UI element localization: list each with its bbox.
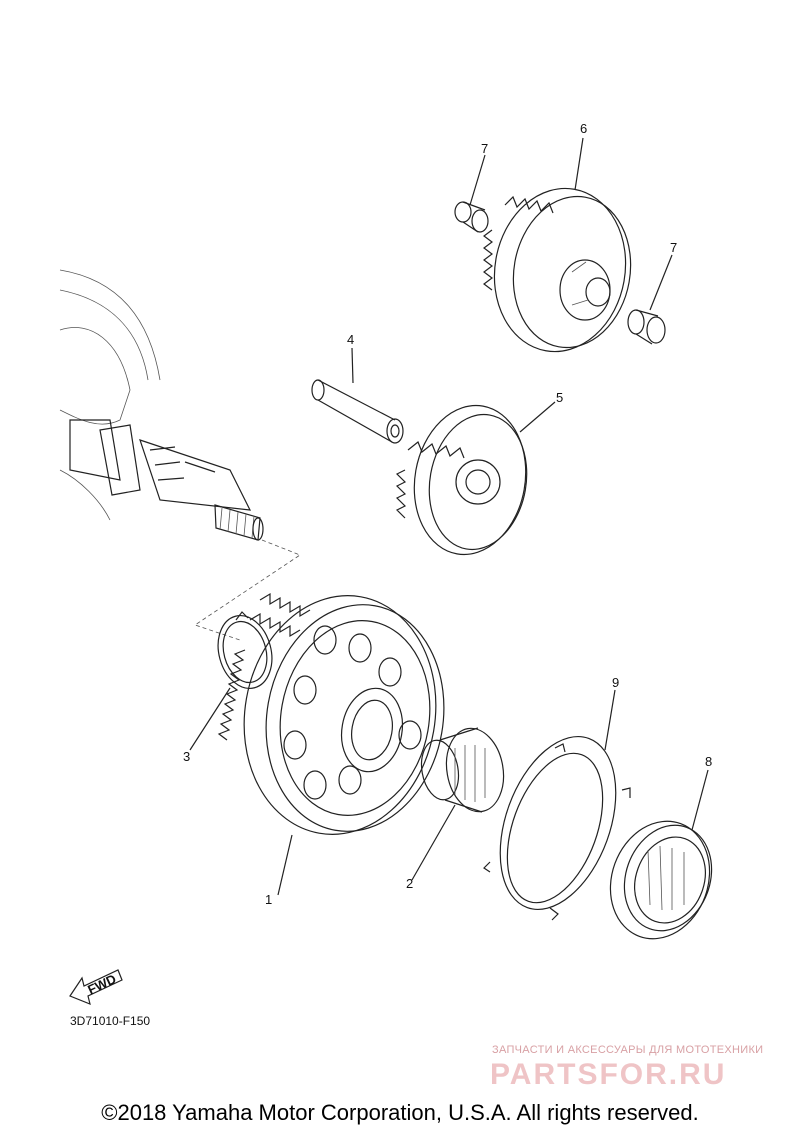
one-way-clutch: [609, 820, 713, 940]
callout-7a: 7: [481, 141, 488, 156]
svg-text:FWD: FWD: [85, 971, 118, 997]
clutch-plate: [483, 735, 631, 921]
callout-4: 4: [347, 332, 354, 347]
crankshaft: [59, 269, 264, 541]
callout-7b: 7: [670, 240, 677, 255]
callout-8: 8: [705, 754, 712, 769]
callout-3: 3: [183, 749, 190, 764]
bushing-left: [454, 201, 489, 233]
bushing-right: [627, 309, 666, 345]
callout-1: 1: [265, 892, 272, 907]
watermark-logo: PARTSFOR.RU: [490, 1058, 727, 1091]
callout-6: 6: [580, 121, 587, 136]
leader-lines: [189, 137, 709, 896]
copyright-notice: ©2018 Yamaha Motor Corporation, U.S.A. A…: [101, 1100, 699, 1125]
callout-5: 5: [556, 390, 563, 405]
circlip: [217, 611, 273, 689]
fwd-arrow-icon: FWD: [69, 969, 123, 1005]
needle-bearing: [420, 727, 505, 813]
starter-wheel-gear: [217, 592, 445, 835]
watermark-tagline: ЗАПЧАСТИ И АКСЕССУАРЫ ДЛЯ МОТОТЕХНИКИ: [492, 1044, 764, 1056]
callout-2: 2: [406, 876, 413, 891]
callout-9: 9: [612, 675, 619, 690]
idler-shaft: [311, 379, 404, 444]
diagram-code: 3D71010-F150: [70, 1014, 151, 1028]
starter-clutch-gear: [483, 187, 632, 353]
assembly-guide-line: [194, 539, 301, 641]
idler-gear: [395, 404, 528, 556]
